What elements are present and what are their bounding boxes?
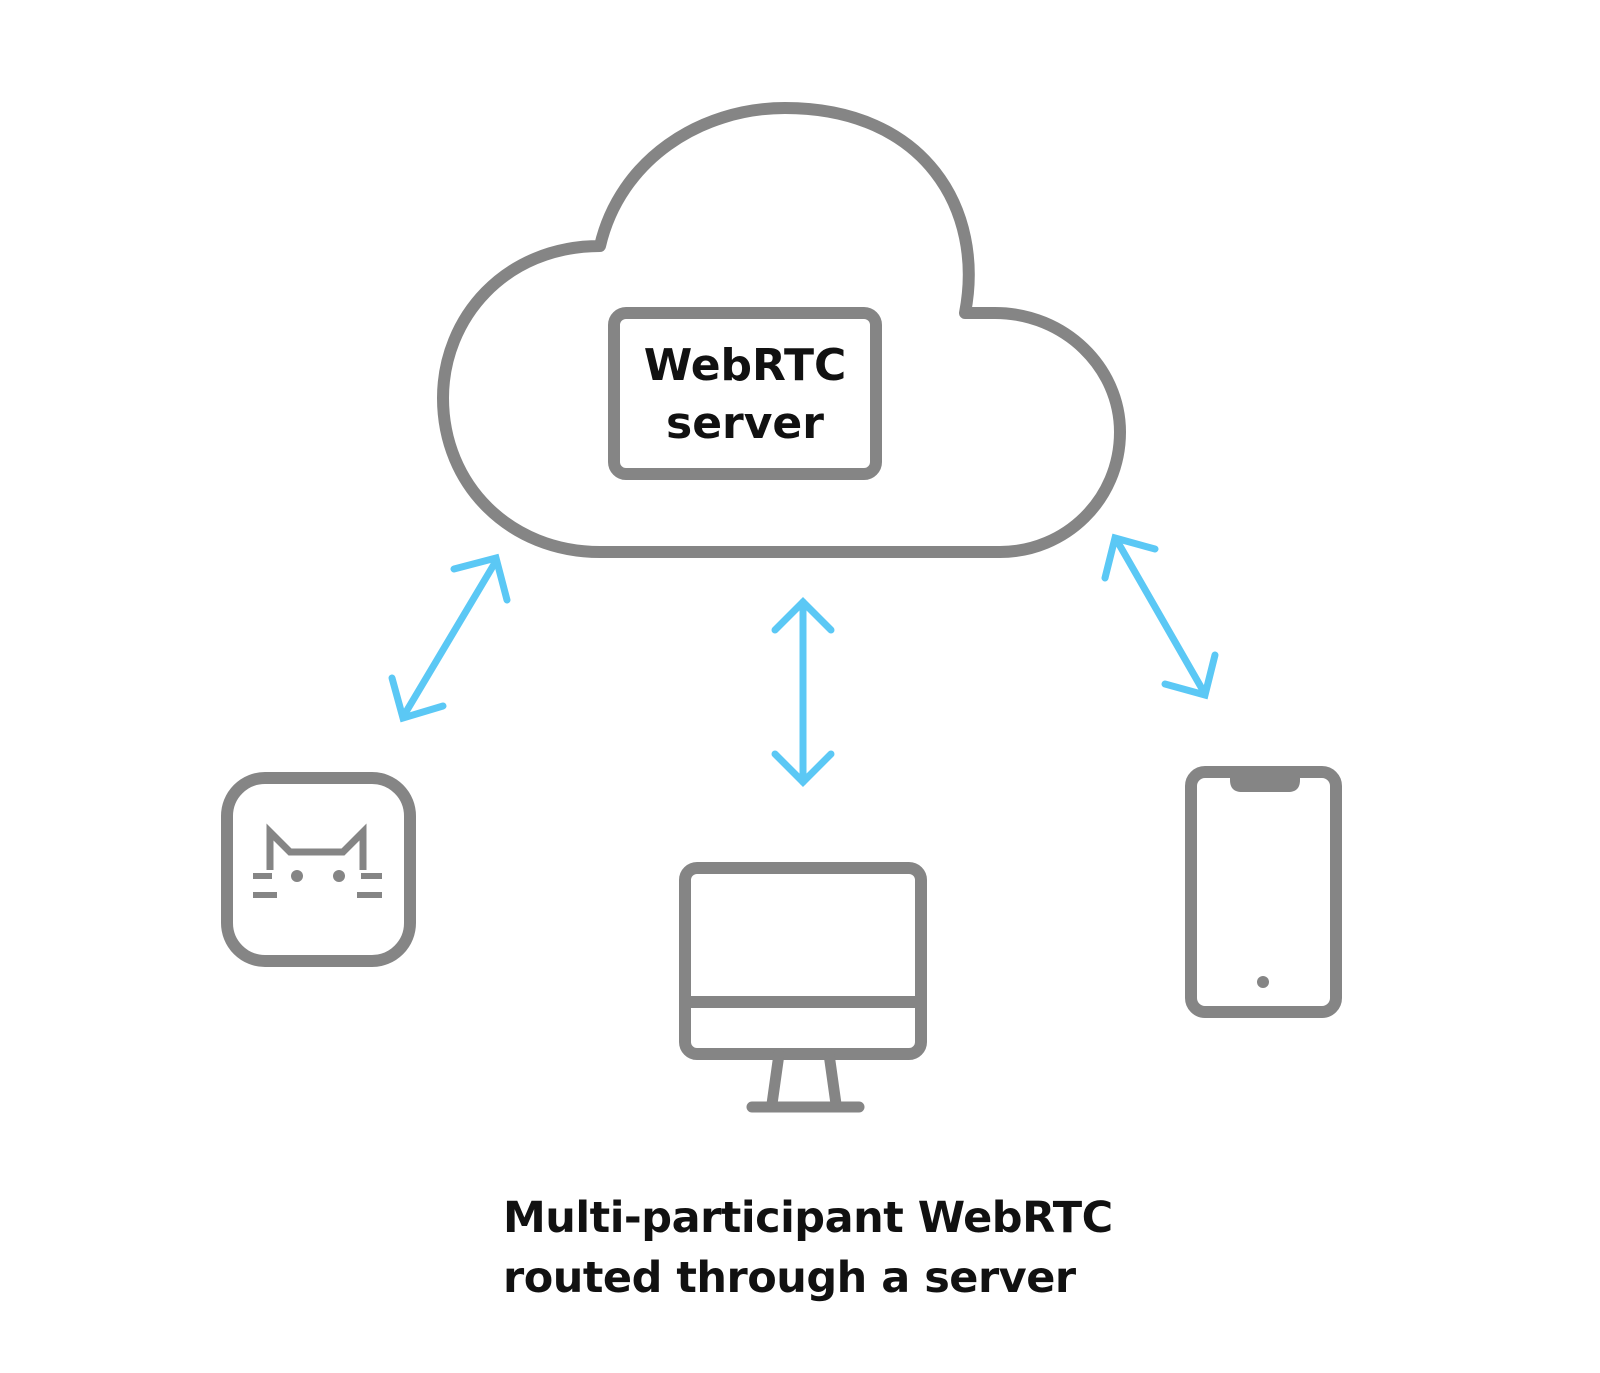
arrowhead-up-icon [1101,533,1159,582]
monitor-stand-icon [766,1048,842,1110]
arrowhead-down-icon [771,750,835,787]
phone-notch-icon [1230,778,1300,792]
caption-line2: routed through a server [503,1253,1076,1303]
connection-arrow-left [388,553,511,723]
webrtc-server-box: WebRTC server [608,307,882,480]
arrowhead-down-icon [1161,651,1219,700]
cloud-icon [437,102,1126,558]
cat-eye-left-icon [291,870,303,882]
app-icon-frame [221,772,416,967]
server-label-line1: WebRTC [644,340,847,391]
cat-app-icon [221,772,416,967]
arrowhead-up-icon [771,597,835,634]
cat-eye-right-icon [333,870,345,882]
cat-face-icon [266,823,367,870]
arrowhead-down-icon [388,674,447,723]
connection-arrow-right [1101,533,1219,700]
server-label-line2: server [666,398,824,449]
bidirectional-arrow-icon [399,557,500,721]
desktop-monitor-icon [679,862,927,1113]
phone-frame [1185,766,1342,1018]
arrowhead-up-icon [450,553,511,604]
caption-line1: Multi-participant WebRTC [503,1193,1113,1243]
monitor-frame [679,862,927,1060]
smartphone-icon [1185,766,1342,1018]
server-box-frame [608,307,882,480]
connection-arrow-center [771,597,835,787]
diagram-caption: Multi-participant WebRTC routed through … [503,1188,1263,1308]
phone-home-dot-icon [1257,976,1269,988]
bidirectional-arrow-icon [1112,535,1209,698]
